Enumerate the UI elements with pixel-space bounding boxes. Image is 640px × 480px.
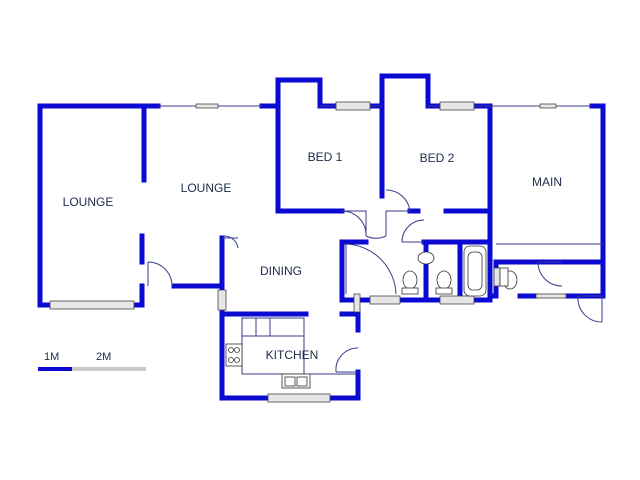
toilet-bath2 bbox=[435, 270, 453, 295]
window-lounge-top bbox=[195, 103, 219, 109]
label-lounge-right: LOUNGE bbox=[181, 181, 232, 195]
label-main: MAIN bbox=[532, 175, 562, 189]
toilet-bath1 bbox=[401, 270, 419, 295]
bathtub bbox=[463, 245, 487, 297]
door-bed2 bbox=[385, 189, 411, 236]
doors bbox=[147, 189, 603, 373]
door-bed1-right bbox=[365, 235, 387, 239]
basin-bath1 bbox=[417, 251, 435, 265]
label-dining: DINING bbox=[260, 264, 302, 278]
stove bbox=[225, 343, 243, 367]
window-kitchen-right bbox=[353, 293, 361, 313]
window-kitchen bbox=[267, 393, 331, 403]
window-ensuite bbox=[493, 267, 501, 287]
scale-label-1m: 1M bbox=[44, 351, 59, 363]
wall-lounge-left bbox=[37, 103, 161, 308]
window-bath2 bbox=[439, 295, 475, 305]
door-lounge bbox=[147, 261, 173, 287]
wall-bed2 bbox=[379, 73, 443, 109]
window-lounge-left-bottom bbox=[49, 300, 135, 310]
door-dining-top bbox=[222, 235, 239, 249]
window-bath1 bbox=[369, 295, 401, 305]
label-bed2: BED 2 bbox=[420, 151, 455, 165]
room-labels: LOUNGE LOUNGE BED 1 BED 2 MAIN DINING KI… bbox=[63, 150, 562, 362]
scale-bar: 1M 2M bbox=[38, 351, 146, 371]
door-bath-right bbox=[401, 219, 425, 243]
window-ensuite-bottom bbox=[535, 293, 567, 299]
window-bed1 bbox=[335, 101, 371, 111]
label-lounge-left: LOUNGE bbox=[63, 195, 114, 209]
windows bbox=[49, 101, 567, 403]
door-kitchen bbox=[335, 347, 359, 373]
kitchen-counter bbox=[241, 317, 305, 375]
kitchen-sink bbox=[281, 373, 311, 389]
window-bed2 bbox=[439, 101, 475, 111]
door-bed1 bbox=[341, 210, 367, 237]
window-dining bbox=[217, 289, 227, 311]
wall-bed1 bbox=[275, 77, 341, 109]
walls bbox=[37, 73, 606, 401]
door-bath-left bbox=[345, 243, 397, 295]
door-main-bottom bbox=[577, 295, 603, 323]
door-ensuite bbox=[537, 261, 563, 287]
fixtures bbox=[225, 245, 518, 389]
label-bed1: BED 1 bbox=[308, 150, 343, 164]
window-main bbox=[539, 103, 557, 109]
toilet-ensuite bbox=[499, 267, 518, 290]
label-kitchen: KITCHEN bbox=[266, 348, 319, 362]
scale-label-2m: 2M bbox=[96, 351, 111, 363]
